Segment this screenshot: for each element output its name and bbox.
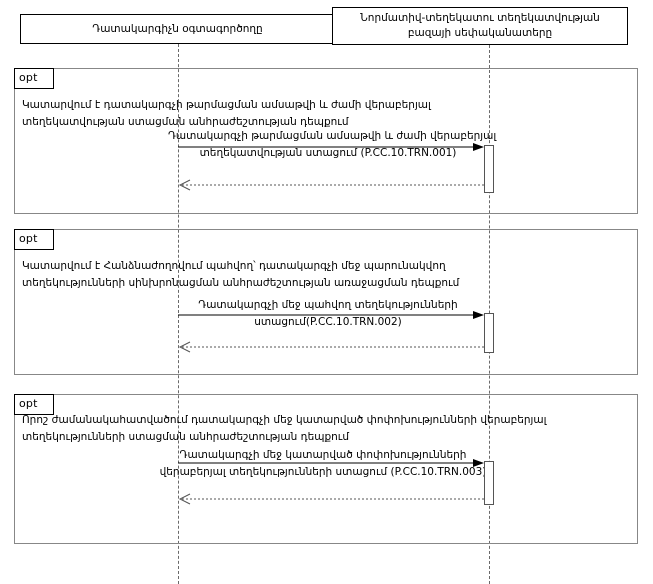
opt-fragment-1-guard: Կատարվում է դատակարգչի թարմացման ամսաթվի… <box>22 97 431 131</box>
opt-fragment-2-operator: opt <box>14 229 54 250</box>
message-line: ստացում(P.CC.10.TRN.002) <box>254 316 402 328</box>
activation-bar-2 <box>484 313 494 353</box>
participant-owner-label: Նորմատիվ-տեղեկատու տեղեկատվության բազայի… <box>360 12 600 39</box>
message-arrow-return-2 <box>178 341 484 353</box>
activation-bar-3 <box>484 461 494 505</box>
participant-user-label: Դատակարգիչն օգտագործողը <box>92 22 263 35</box>
opt-fragment-1[interactable] <box>14 68 638 214</box>
participant-header-owner[interactable]: Նորմատիվ-տեղեկատու տեղեկատվության բազայի… <box>332 7 628 45</box>
message-arrow-call-1 <box>178 143 484 151</box>
message-arrow-return-1 <box>178 179 484 191</box>
guard-line: Որոշ ժամանակահատվածում դատակարգչի մեջ կա… <box>22 414 547 426</box>
guard-line: Կատարվում է դատակարգչի թարմացման ամսաթվի… <box>22 99 431 111</box>
message-label-3: Դատակարգչի մեջ կատարված փոփոխությունների… <box>158 447 488 481</box>
message-line: տեղեկատվության ստացում (P.CC.10.TRN.001) <box>199 147 457 159</box>
message-arrow-call-2 <box>178 311 484 319</box>
message-line: Դատակարգչի մեջ կատարված փոփոխությունների <box>179 449 467 461</box>
guard-line: տեղեկատվության ստացման անհրաժեշտության դ… <box>22 116 349 128</box>
opt-fragment-3[interactable] <box>14 394 638 544</box>
opt-fragment-2[interactable] <box>14 229 638 375</box>
opt-fragment-2-guard: Կատարվում է Հանձնաժողովում պահվող՝ դատակ… <box>22 258 459 292</box>
opt-fragment-1-operator: opt <box>14 68 54 89</box>
opt-fragment-3-guard: Որոշ ժամանակահատվածում դատակարգչի մեջ կա… <box>22 412 546 446</box>
message-arrow-return-3 <box>178 493 484 505</box>
lifeline-user <box>178 44 179 584</box>
message-arrow-call-3 <box>178 459 484 467</box>
message-label-1: Դատակարգչի թարմացման ամսաթվի և ժամի վերա… <box>168 128 497 162</box>
message-line: Դատակարգչի թարմացման ամսաթվի և ժամի վերա… <box>168 130 497 142</box>
guard-line: Կատարվում է Հանձնաժողովում պահվող՝ դատակ… <box>22 260 446 272</box>
guard-line: տեղեկությունների սինխրոնացման անհրաժեշտո… <box>22 277 460 289</box>
participant-header-user[interactable]: Դատակարգիչն օգտագործողը <box>20 14 335 44</box>
activation-bar-1 <box>484 145 494 193</box>
message-line: վերաբերյալ տեղեկությունների ստացում (P.C… <box>159 466 487 478</box>
guard-line: տեղեկությունների ստացման անհրաժեշտության… <box>22 431 350 443</box>
message-line: Դատակարգչի մեջ պահվող տեղեկությունների <box>198 299 458 311</box>
opt-fragment-3-operator: opt <box>14 394 54 415</box>
message-label-2: Դատակարգչի մեջ պահվող տեղեկությունների ս… <box>168 297 488 331</box>
